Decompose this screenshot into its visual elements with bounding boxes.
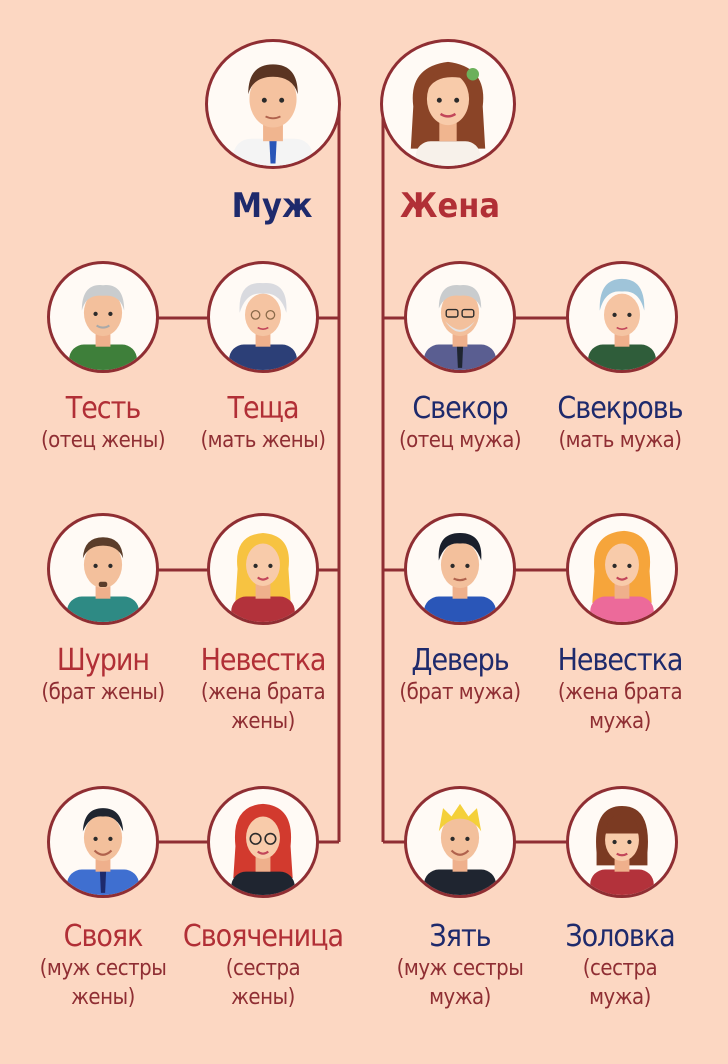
husband-label: Муж — [231, 186, 313, 226]
sister-in-law-portrait-icon — [566, 513, 678, 625]
wife-portrait-icon — [380, 39, 516, 169]
relative-description: (сестра жены) — [225, 956, 301, 1010]
relative-description: (жена брата мужа) — [557, 680, 683, 734]
brother-in-law-portrait-icon — [404, 786, 516, 898]
husband-portrait-icon — [205, 39, 341, 169]
relative-description: (жена брата жены) — [200, 680, 326, 734]
sister-in-law-portrait-icon — [207, 513, 319, 625]
relative-name: Теща — [227, 391, 299, 426]
relative-name: Свекор — [412, 391, 508, 426]
sister-in-law-portrait-icon — [566, 786, 678, 898]
relative-description: (брат жены) — [41, 680, 165, 705]
relative-description: (муж сестры жены) — [39, 956, 167, 1010]
mother-in-law-portrait-icon — [566, 261, 678, 373]
relative-description: (отец мужа) — [398, 428, 522, 453]
father-in-law-portrait-icon — [404, 261, 516, 373]
relative-name: Шурин — [56, 643, 150, 678]
brother-in-law-portrait-icon — [404, 513, 516, 625]
sister-in-law-portrait-icon — [207, 786, 319, 898]
relative-name: Невестка — [200, 643, 327, 678]
relative-description: (сестра мужа) — [582, 956, 658, 1010]
relative-description: (мать жены) — [200, 428, 326, 453]
relative-description: (муж сестры мужа) — [396, 956, 524, 1010]
relative-name: Зять — [429, 919, 491, 954]
relative-name: Свояк — [63, 919, 144, 954]
relative-name: Золовка — [565, 919, 675, 954]
relative-name: Свекровь — [557, 391, 683, 426]
relative-name: Свояченица — [182, 919, 344, 954]
relative-description: (отец жены) — [40, 428, 166, 453]
relative-name: Тесть — [65, 391, 142, 426]
relative-name: Деверь — [411, 643, 509, 678]
relative-description: (мать мужа) — [558, 428, 682, 453]
relative-name: Невестка — [557, 643, 684, 678]
relative-description: (брат мужа) — [399, 680, 521, 705]
wife-label: Жена — [400, 186, 500, 226]
brother-in-law-portrait-icon — [47, 786, 159, 898]
mother-in-law-portrait-icon — [207, 261, 319, 373]
brother-in-law-portrait-icon — [47, 513, 159, 625]
father-in-law-portrait-icon — [47, 261, 159, 373]
